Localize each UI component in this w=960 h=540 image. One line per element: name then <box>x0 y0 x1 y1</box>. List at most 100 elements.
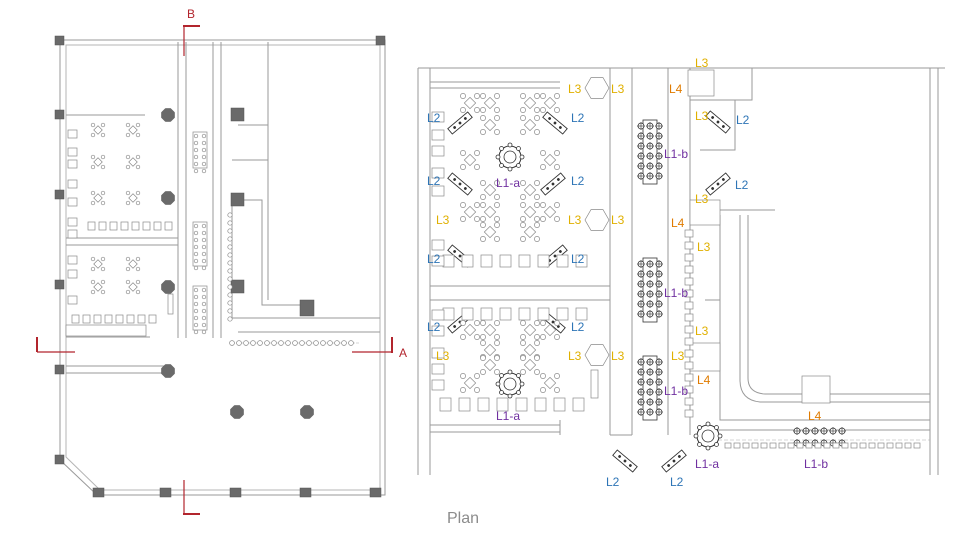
stool <box>823 442 831 449</box>
column <box>54 454 65 465</box>
table-set <box>520 180 540 200</box>
stool <box>292 340 298 346</box>
stool <box>236 340 242 346</box>
seat <box>431 255 445 267</box>
stool <box>278 340 284 346</box>
chair <box>537 254 550 268</box>
chair <box>480 254 493 268</box>
chair <box>120 221 129 231</box>
table-set <box>520 320 540 340</box>
seat <box>431 185 445 197</box>
column <box>375 35 386 46</box>
stool <box>227 284 233 290</box>
fixture-label-l2: L2 <box>427 111 441 125</box>
fixture-label-l3: L3 <box>697 240 711 254</box>
stool <box>805 442 813 449</box>
l2-linear-fixture <box>540 172 566 196</box>
column <box>229 487 242 498</box>
stool <box>227 236 233 242</box>
seat <box>431 239 445 251</box>
table-set <box>540 320 560 340</box>
table-set <box>520 202 540 222</box>
l1-a-chandelier <box>495 369 525 399</box>
stool <box>684 289 694 298</box>
table-set <box>480 320 500 340</box>
chair <box>515 397 528 412</box>
section-label-b: B <box>187 7 195 21</box>
fixture-label-l1-b: L1-b <box>664 384 688 398</box>
stool <box>299 340 305 346</box>
chair <box>442 254 455 268</box>
counter <box>65 324 147 337</box>
column <box>159 487 172 498</box>
table-set <box>125 154 141 170</box>
corner-room-wall <box>232 124 269 161</box>
chair <box>164 221 173 231</box>
corridor-wall <box>238 199 305 306</box>
fixture-label-l1-a: L1-a <box>496 176 520 190</box>
l3-hexagon-fixture <box>584 77 610 99</box>
chair <box>499 307 512 321</box>
l2-linear-fixture <box>705 172 731 196</box>
stool <box>227 292 233 298</box>
stool <box>742 442 750 449</box>
fixture-label-l3: L3 <box>568 82 582 96</box>
chair <box>575 254 588 268</box>
seat <box>431 111 445 123</box>
octagonal-column <box>161 191 175 205</box>
fixture-label-l2: L2 <box>427 252 441 266</box>
table-set <box>90 256 106 272</box>
stool <box>227 300 233 306</box>
fixture-label-l3: L3 <box>436 213 450 227</box>
table-set <box>460 202 480 222</box>
chair <box>148 314 157 324</box>
stool <box>264 340 270 346</box>
column <box>92 487 105 498</box>
chair <box>534 397 547 412</box>
stool <box>796 442 804 449</box>
seat <box>431 309 445 321</box>
chair <box>131 221 140 231</box>
fixture-label-l3: L3 <box>436 349 450 363</box>
table-set <box>460 373 480 393</box>
l4-box <box>689 199 721 226</box>
chair <box>93 314 102 324</box>
stool <box>684 337 694 346</box>
column <box>299 299 315 317</box>
fixture-label-l3: L3 <box>568 349 582 363</box>
inner-wall-line <box>65 44 381 491</box>
fixture-label-l3: L3 <box>695 109 709 123</box>
octagonal-column <box>161 108 175 122</box>
chair <box>442 307 455 321</box>
l2-linear-fixture <box>661 449 687 473</box>
stool <box>684 313 694 322</box>
octagonal-column <box>161 280 175 294</box>
octagonal-column <box>300 405 314 419</box>
fixture-label-l3: L3 <box>611 349 625 363</box>
table-set <box>540 202 560 222</box>
column <box>54 279 65 290</box>
stool <box>684 241 694 250</box>
column <box>230 192 245 207</box>
seat <box>431 325 445 337</box>
octagonal-column <box>161 364 175 378</box>
chair <box>104 314 113 324</box>
chair <box>109 221 118 231</box>
l3-box <box>687 69 715 97</box>
overall-plan: B A <box>36 7 407 515</box>
stool <box>227 276 233 282</box>
chair <box>153 221 162 231</box>
stool <box>227 252 233 258</box>
stool <box>684 277 694 286</box>
stool <box>227 228 233 234</box>
stool <box>227 308 233 314</box>
fixture-label-l2: L2 <box>670 475 684 489</box>
seat <box>67 197 78 207</box>
stool <box>778 442 786 449</box>
seat <box>67 217 78 227</box>
l1-b-pendant-cluster <box>637 119 663 185</box>
seat <box>67 295 78 305</box>
section-label-a: A <box>399 346 407 360</box>
stool <box>348 340 354 346</box>
